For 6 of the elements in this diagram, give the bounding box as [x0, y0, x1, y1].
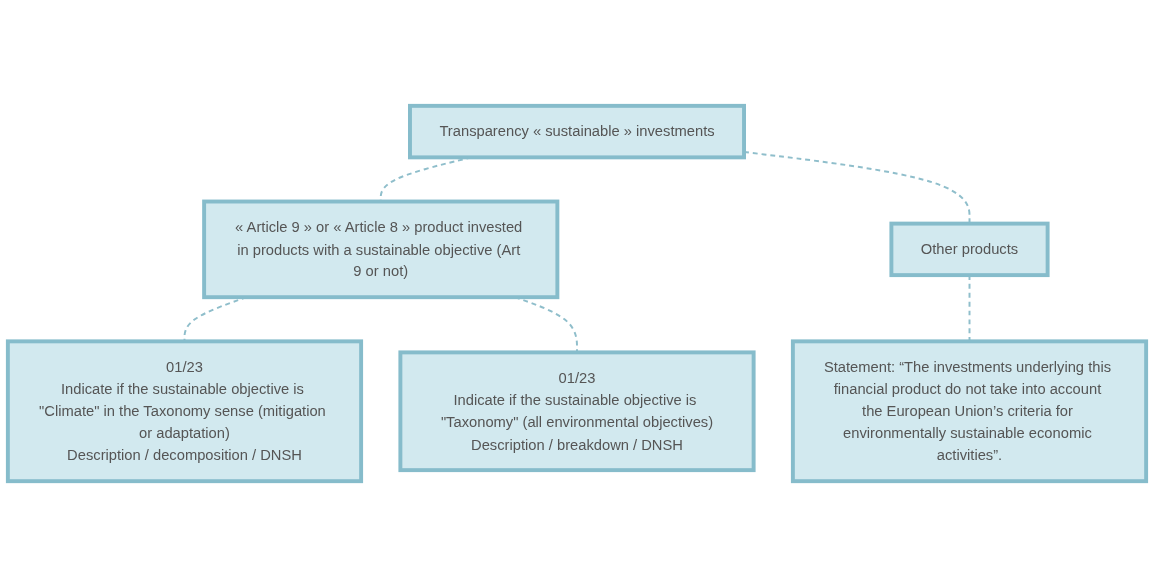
node-box: 01/23 Indicate if the sustainable objective is "Climate" in the Taxonomy sense (mitigation or adaptation) Description / decomposition / DNSH [5, 339, 364, 484]
node-box: Statement: “The investments underlying this financial product do not take into account the European Union’s criteria for environmentally sustainable economic activities”. [790, 339, 1149, 484]
node-box: « Article 9 » or « Article 8 » product invested in products with a sustainable objective (Art 9 or not) [202, 200, 560, 300]
node-box: 01/23 Indicate if the sustainable objective is "Taxonomy" (all environmental objectives) Description / breakdown / DNSH [398, 350, 756, 473]
node-box: Transparency « sustainable » investments [408, 104, 746, 160]
node-box: Other products [889, 222, 1050, 278]
